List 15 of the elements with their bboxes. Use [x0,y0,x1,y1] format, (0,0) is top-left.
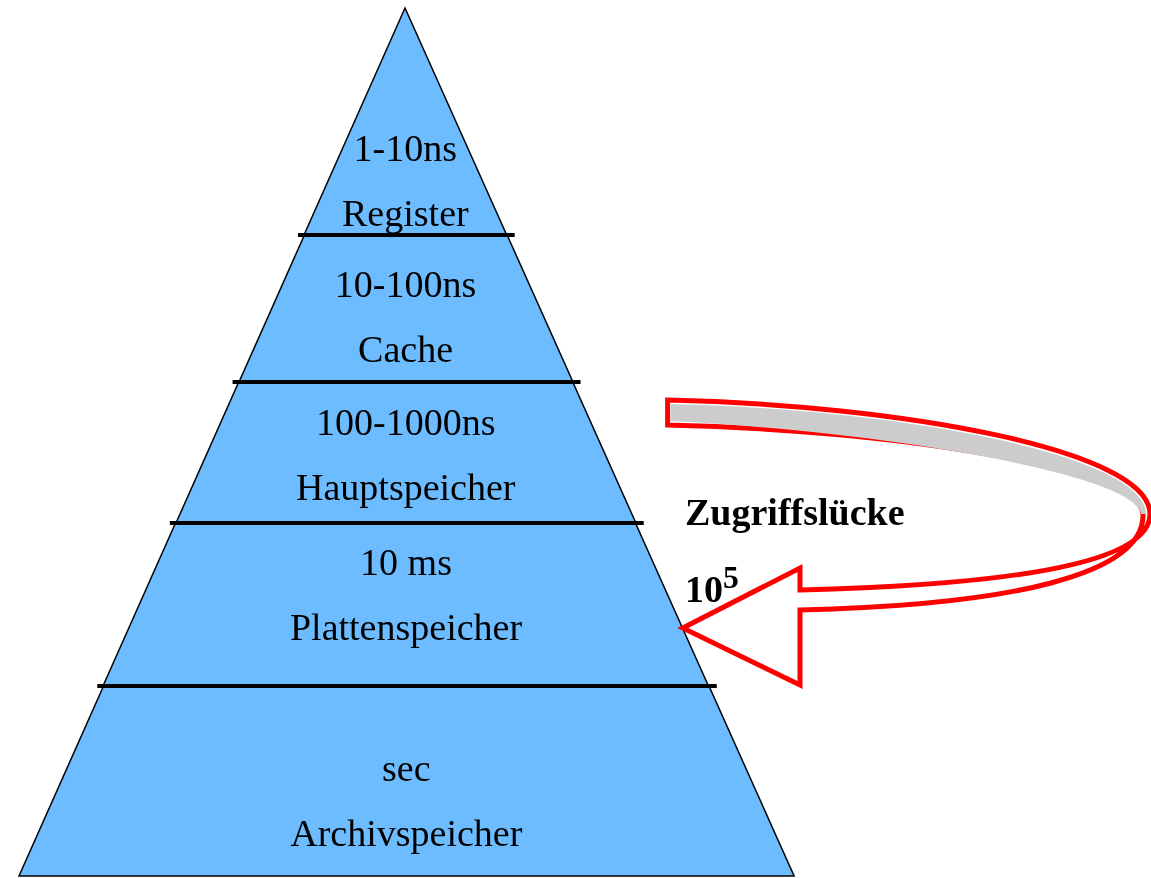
memory-level-text: Hauptspeicher [296,465,516,510]
access-time-text: sec [382,746,431,791]
pyramid-level [238,235,573,382]
memory-level-text: Archivspeicher [290,811,523,856]
access-time-text: 10-100ns [334,262,477,307]
memory-level-text: Register [342,191,469,236]
pyramid-level [18,686,794,876]
access-time-text: 10 ms [360,540,452,585]
access-time-text: 1-10ns [353,126,458,171]
memory-level-text: Cache [358,327,453,372]
edge-label: Zugriffslücke 10$^{5}$ [685,490,906,612]
pyramid-level [304,8,507,235]
memory-level-text: Plattenspeicher [289,605,523,650]
access-time-text: 100-1000ns [316,400,496,445]
pyramid-level [175,382,636,523]
